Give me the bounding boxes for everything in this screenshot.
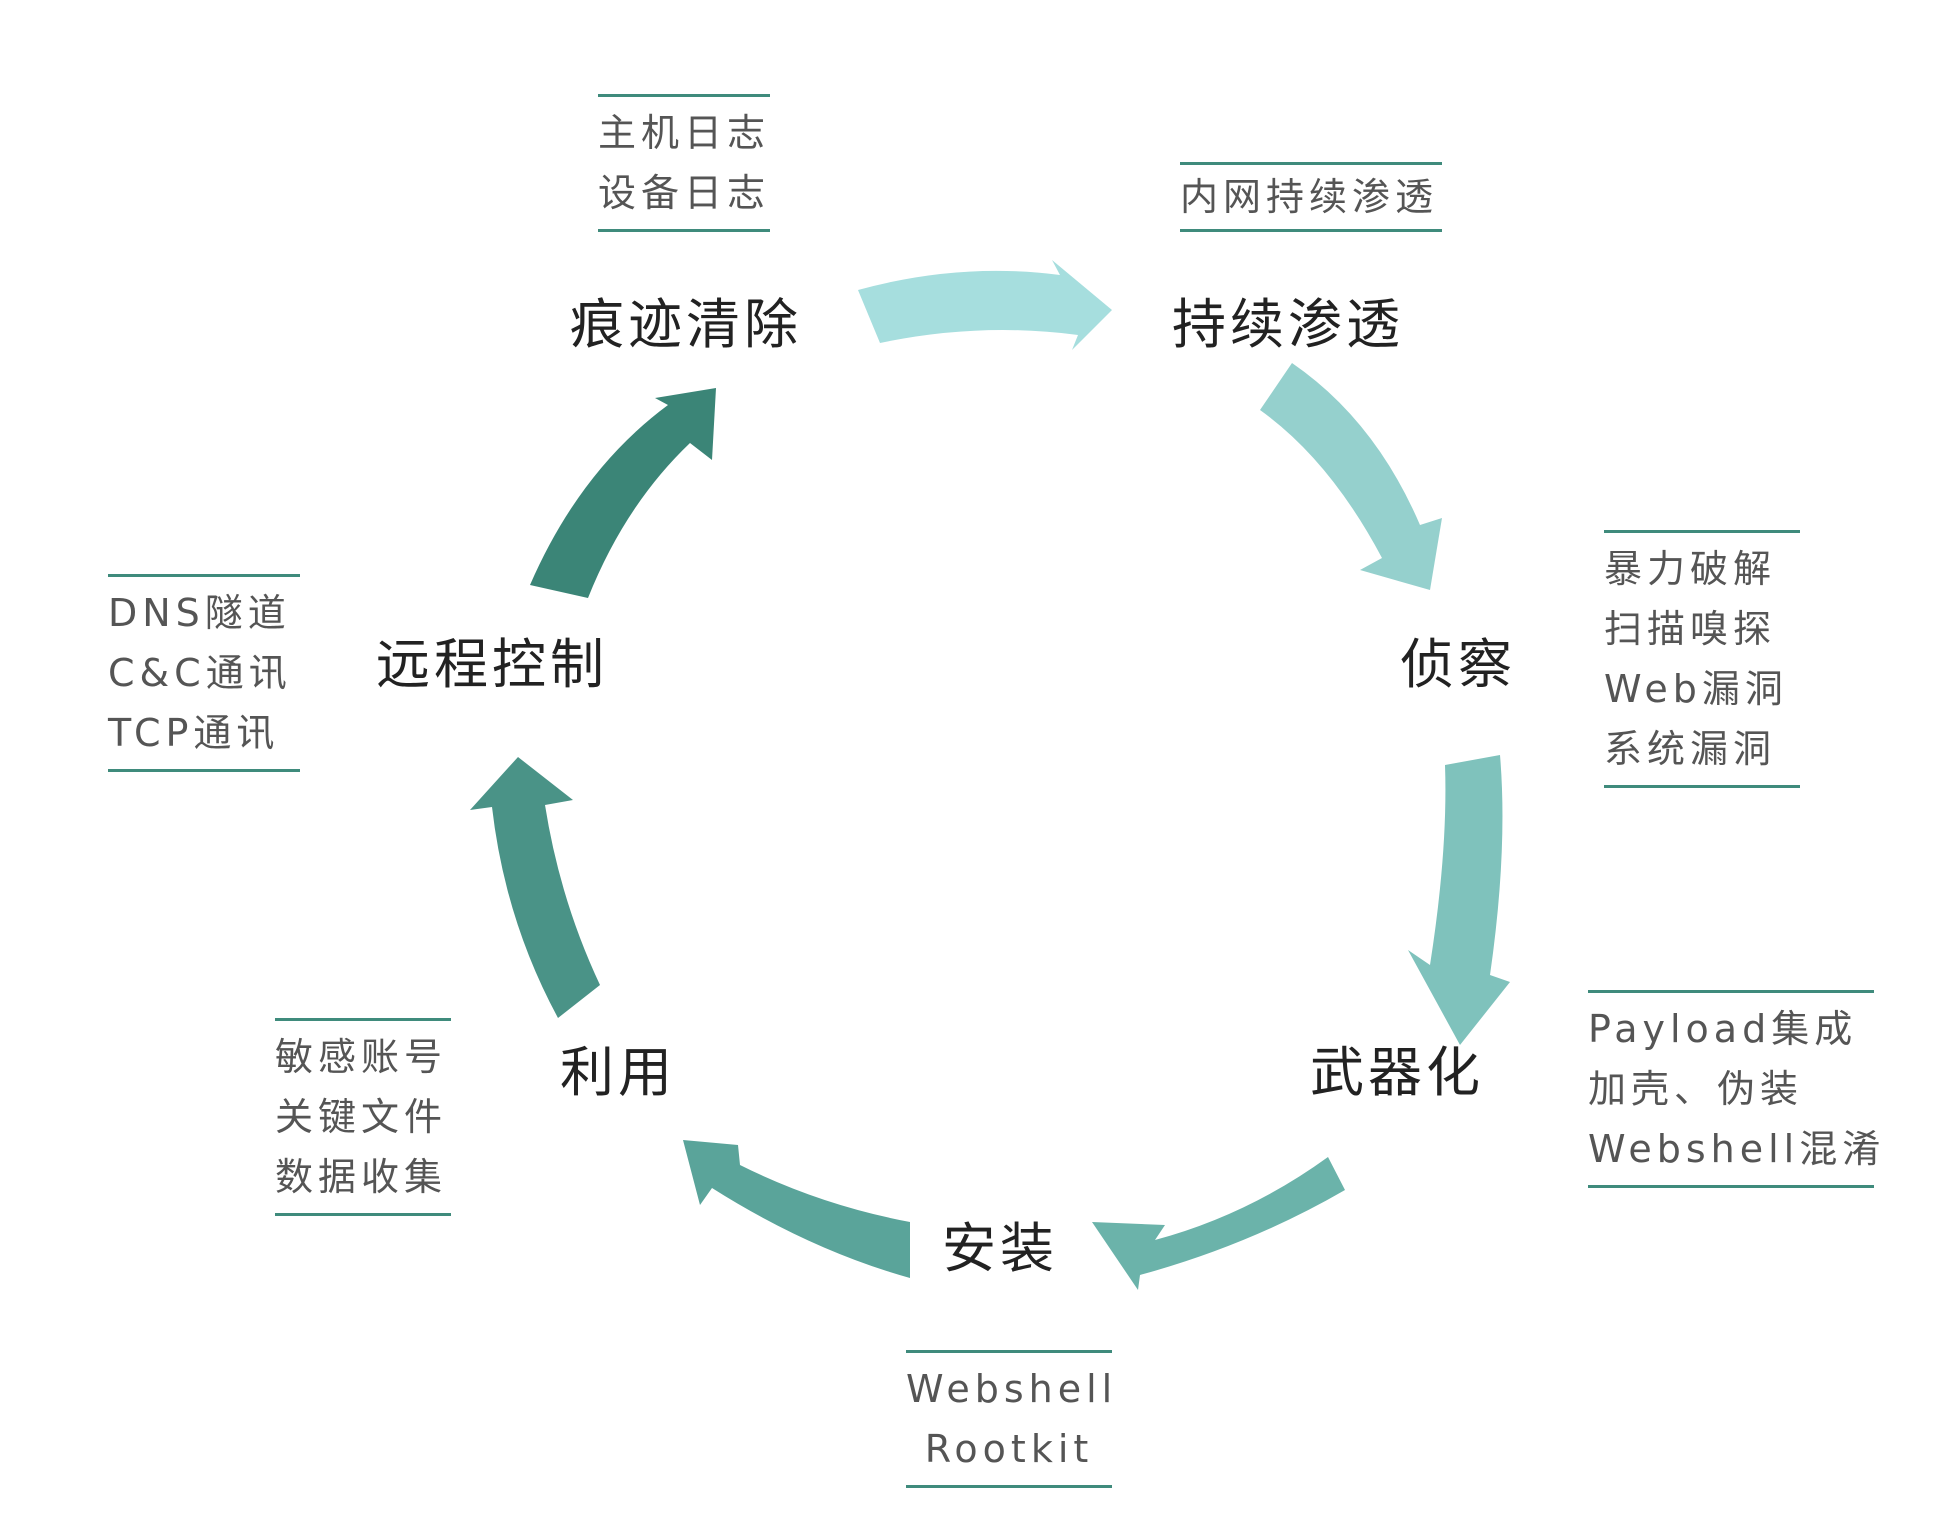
note-persist: 内网持续渗透 bbox=[1180, 162, 1442, 232]
arrow-cleanup-to-persist bbox=[858, 260, 1112, 350]
arrow-recon-to-weaponize bbox=[1408, 755, 1510, 1045]
stage-persist-label: 持续渗透 bbox=[1172, 293, 1404, 356]
arrow-install-to-exploit bbox=[683, 1140, 910, 1278]
note-recon: 暴力破解 扫描嗅探 Web漏洞 系统漏洞 bbox=[1604, 530, 1800, 788]
arrow-c2-to-cleanup bbox=[530, 388, 716, 598]
note-item: TCP通讯 bbox=[108, 711, 280, 755]
arrow-weaponize-to-install bbox=[1092, 1157, 1345, 1290]
arrow-exploit-to-c2 bbox=[470, 757, 600, 1018]
note-item: 系统漏洞 bbox=[1604, 727, 1777, 771]
stage-c2-label: 远程控制 bbox=[376, 633, 608, 696]
note-item: 数据收集 bbox=[275, 1155, 448, 1199]
note-item: Webshell bbox=[906, 1367, 1118, 1411]
note-c2: DNS隧道 C&C通讯 TCP通讯 bbox=[108, 574, 300, 772]
note-item: Payload集成 bbox=[1588, 1007, 1858, 1051]
note-item: 扫描嗅探 bbox=[1604, 607, 1777, 651]
note-item: 主机日志 bbox=[598, 111, 771, 155]
note-item: 暴力破解 bbox=[1604, 547, 1777, 591]
note-item: DNS隧道 bbox=[108, 591, 291, 635]
note-item: C&C通讯 bbox=[108, 651, 292, 695]
arrow-persist-to-recon bbox=[1260, 363, 1442, 590]
note-cleanup: 主机日志 设备日志 bbox=[598, 94, 770, 232]
note-item: 关键文件 bbox=[275, 1095, 448, 1139]
note-item: Rootkit bbox=[924, 1427, 1094, 1471]
note-item: Web漏洞 bbox=[1604, 667, 1788, 711]
note-item: 敏感账号 bbox=[275, 1035, 448, 1079]
note-item: 加壳、伪装 bbox=[1588, 1067, 1804, 1111]
note-install: Webshell Rootkit bbox=[906, 1350, 1112, 1488]
note-weaponize: Payload集成 加壳、伪装 Webshell混淆 bbox=[1588, 990, 1886, 1188]
note-item: 内网持续渗透 bbox=[1180, 175, 1439, 219]
stage-cleanup-label: 痕迹清除 bbox=[570, 293, 802, 356]
stage-weaponize-label: 武器化 bbox=[1310, 1041, 1484, 1104]
note-item: 设备日志 bbox=[598, 171, 771, 215]
note-exploit: 敏感账号 关键文件 数据收集 bbox=[275, 1018, 451, 1216]
note-item: Webshell混淆 bbox=[1588, 1127, 1886, 1171]
stage-recon-label: 侦察 bbox=[1400, 633, 1516, 696]
stage-install-label: 安装 bbox=[942, 1217, 1058, 1280]
stage-exploit-label: 利用 bbox=[560, 1041, 676, 1104]
